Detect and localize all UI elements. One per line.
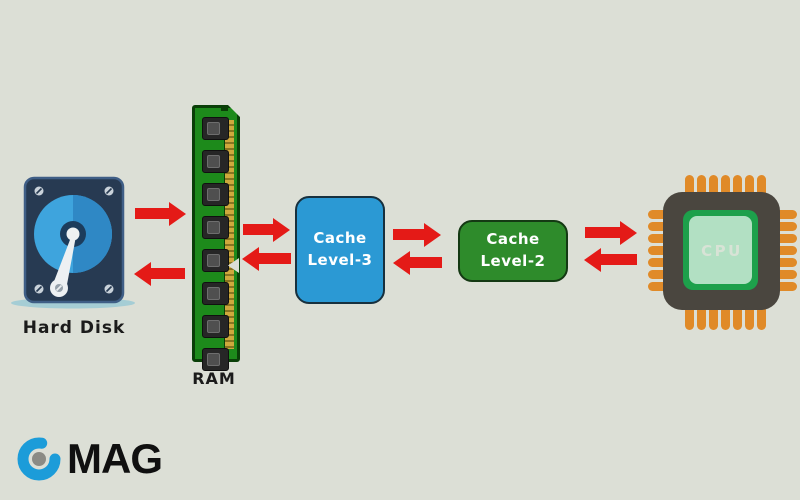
logo-c-ring-icon (17, 437, 61, 481)
cache-level2-line2: Level-2 (480, 252, 546, 270)
cache-level3-line2: Level-3 (307, 251, 373, 269)
arrow-ram-to-harddisk (151, 268, 185, 279)
brand-logo: MAG (14, 430, 163, 484)
ram-pcb (192, 105, 240, 371)
arrow-ram-to-cachel3 (243, 224, 273, 235)
hard-disk-label: Hard Disk (22, 318, 126, 338)
ram-chip (202, 282, 229, 305)
arrow-cachel3-to-ram (259, 253, 291, 264)
cpu-die (689, 216, 752, 284)
hard-disk-arm (53, 232, 76, 290)
cache-level2-node: Cache Level-2 (458, 220, 568, 282)
ram-label: RAM (192, 369, 236, 388)
ram-key-notch (228, 258, 239, 273)
cache-level2-line1: Cache (486, 230, 540, 249)
cache-level3-line1: Cache (313, 229, 367, 248)
ram-chip (202, 315, 229, 338)
hard-disk-icon (11, 176, 135, 309)
ram-chip (202, 117, 229, 140)
ram-icon (192, 105, 240, 371)
arrow-cpu-to-cachel2 (601, 254, 637, 265)
cpu-label: CPU (701, 242, 743, 260)
cpu-icon: CPU (648, 175, 797, 330)
ram-chip (202, 150, 229, 173)
ram-chips (202, 117, 229, 371)
arrow-cachel2-to-cachel3 (410, 257, 442, 268)
ram-top-slot (221, 105, 228, 111)
ram-chip (202, 183, 229, 206)
arrow-cachel2-to-cpu (585, 227, 620, 238)
ram-chip (202, 249, 229, 272)
logo-text: MAG (67, 435, 163, 482)
ram-chip (202, 348, 229, 371)
cache-level3-node: Cache Level-3 (295, 196, 385, 304)
ram-corner-cut (228, 105, 240, 117)
arrow-harddisk-to-ram (135, 208, 169, 219)
logo-dot (32, 452, 46, 466)
arrow-cachel3-to-cachel2 (393, 229, 424, 240)
ram-chip (202, 216, 229, 239)
